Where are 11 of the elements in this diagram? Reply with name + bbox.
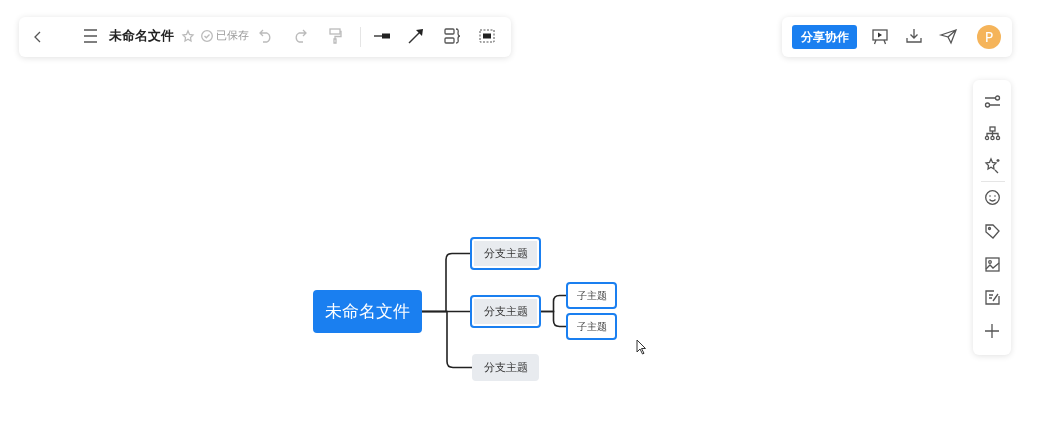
subtopic: 子主题 [566, 313, 617, 340]
connector-line [540, 310, 567, 328]
share-button: 分享协作 [792, 25, 857, 49]
document-title: 未命名文件 [109, 28, 174, 45]
branch-topic: 分支主题 [470, 295, 541, 328]
save-status: 已保存 [216, 29, 249, 43]
subtopic: 子主题 [566, 282, 617, 309]
central-topic: 未命名文件 [313, 290, 422, 333]
connector-line [421, 310, 473, 369]
branch-topic: 分支主题 [470, 237, 541, 270]
branch-topic: 分支主题 [472, 354, 539, 381]
